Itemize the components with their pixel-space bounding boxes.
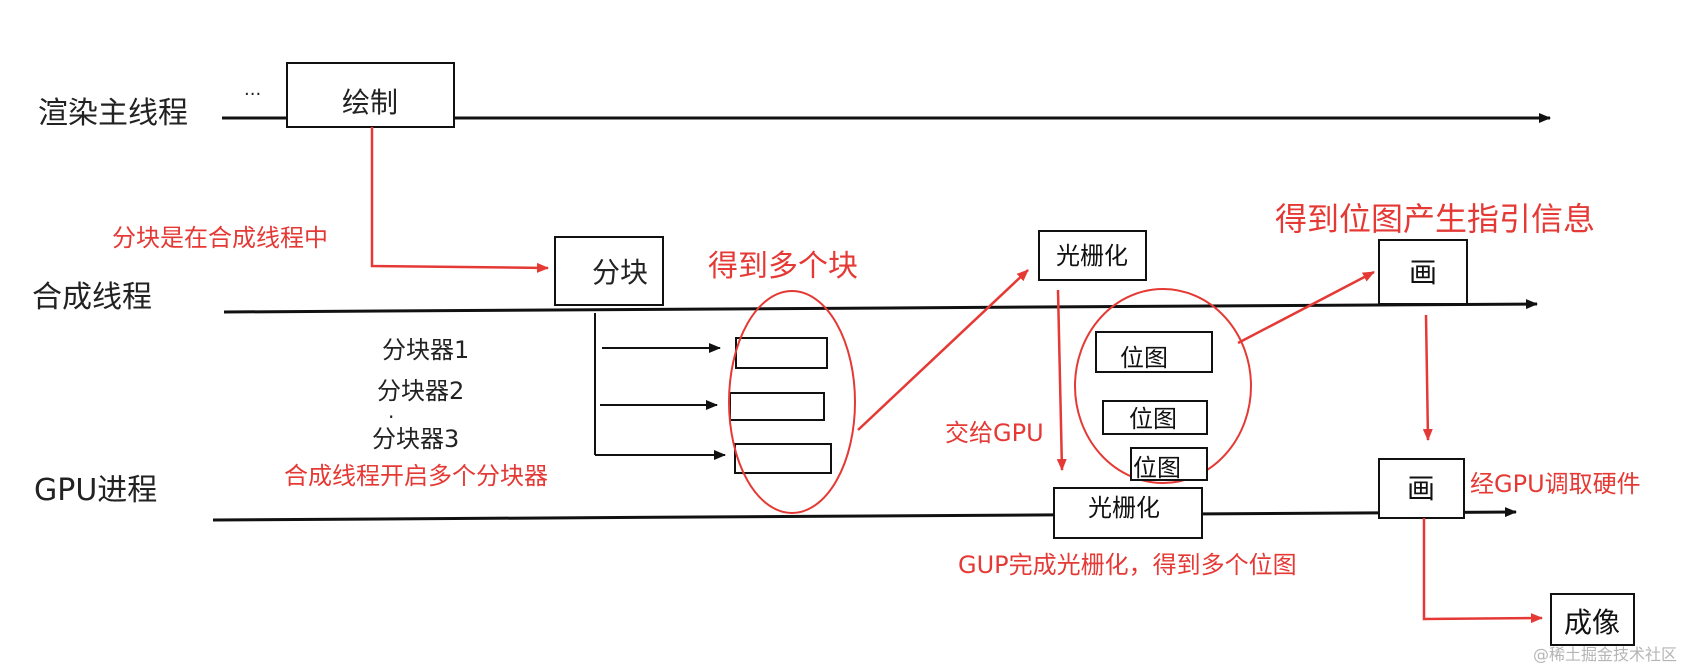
tile-3: [734, 443, 832, 474]
bitmap-box-1: [1095, 331, 1213, 373]
raster-box-top-label: 光栅化: [1056, 242, 1128, 270]
thread-label-render-main: 渲染主线程: [38, 96, 188, 131]
paint-box: [286, 62, 455, 128]
tile-2: [729, 392, 825, 421]
bitmap-box-3: [1130, 447, 1208, 481]
draw-to-image-arrow: [1422, 518, 1543, 624]
bitmaps-highlight-ellipse: [1074, 288, 1252, 484]
draw-to-gpu-arrow: [1422, 314, 1433, 441]
watermark-text: @稀土掘金技术社区: [1533, 645, 1677, 664]
bitmap-box-1-label: 位图: [1120, 344, 1168, 372]
tiles-to-raster-arrow: [857, 269, 1029, 431]
tiles-highlight-ellipse: [728, 290, 856, 514]
bitmap-box-2: [1102, 400, 1208, 435]
image-box: [1550, 593, 1635, 646]
paint-box-label: 绘制: [342, 86, 398, 119]
draw-box-gpu-label: 画: [1407, 472, 1435, 505]
annotation-compositor-opens-tilers: 合成线程开启多个分块器: [284, 462, 548, 490]
tiler-label-2: 分块器2: [377, 377, 464, 405]
bitmap-box-2-label: 位图: [1129, 405, 1177, 433]
tiling-box-label: 分块: [592, 256, 648, 289]
paint-to-tiling-arrow: [370, 127, 549, 273]
annotation-bitmap-draw-quads: 得到位图产生指引信息: [1275, 200, 1595, 238]
gpu-timeline: [212, 507, 1517, 522]
thread-label-compositor: 合成线程: [32, 280, 152, 315]
annotation-tiling-in-compositor: 分块是在合成线程中: [112, 224, 328, 252]
thread-label-gpu: GPU进程: [34, 473, 157, 508]
tile-1: [735, 337, 828, 369]
annotation-gpu-hardware: 经GPU调取硬件: [1470, 470, 1641, 498]
draw-box-top: [1378, 239, 1468, 305]
tiler-dot: ·: [388, 405, 394, 429]
annotation-multiple-tiles: 得到多个块: [708, 249, 858, 284]
tiler-label-3: 分块器3: [372, 425, 459, 453]
draw-box-gpu: [1378, 458, 1465, 519]
bitmap-box-3-label: 位图: [1133, 454, 1181, 482]
raster-box-gpu: [1053, 487, 1203, 539]
raster-to-gpu-arrow: [1056, 289, 1067, 471]
draw-box-top-label: 画: [1409, 256, 1437, 289]
raster-box-gpu-label: 光栅化: [1088, 494, 1160, 522]
annotation-gpu-raster-done: GUP完成光栅化，得到多个位图: [958, 551, 1297, 579]
tiling-box: [554, 236, 664, 306]
annotation-hand-to-gpu: 交给GPU: [945, 419, 1044, 447]
compositor-timeline: [223, 299, 1538, 314]
ellipsis-text: ···: [244, 84, 261, 105]
tiler-label-1: 分块器1: [382, 336, 469, 364]
bitmaps-to-draw-arrow: [1237, 270, 1375, 345]
raster-box-top: [1038, 230, 1147, 281]
image-box-label: 成像: [1564, 606, 1620, 639]
